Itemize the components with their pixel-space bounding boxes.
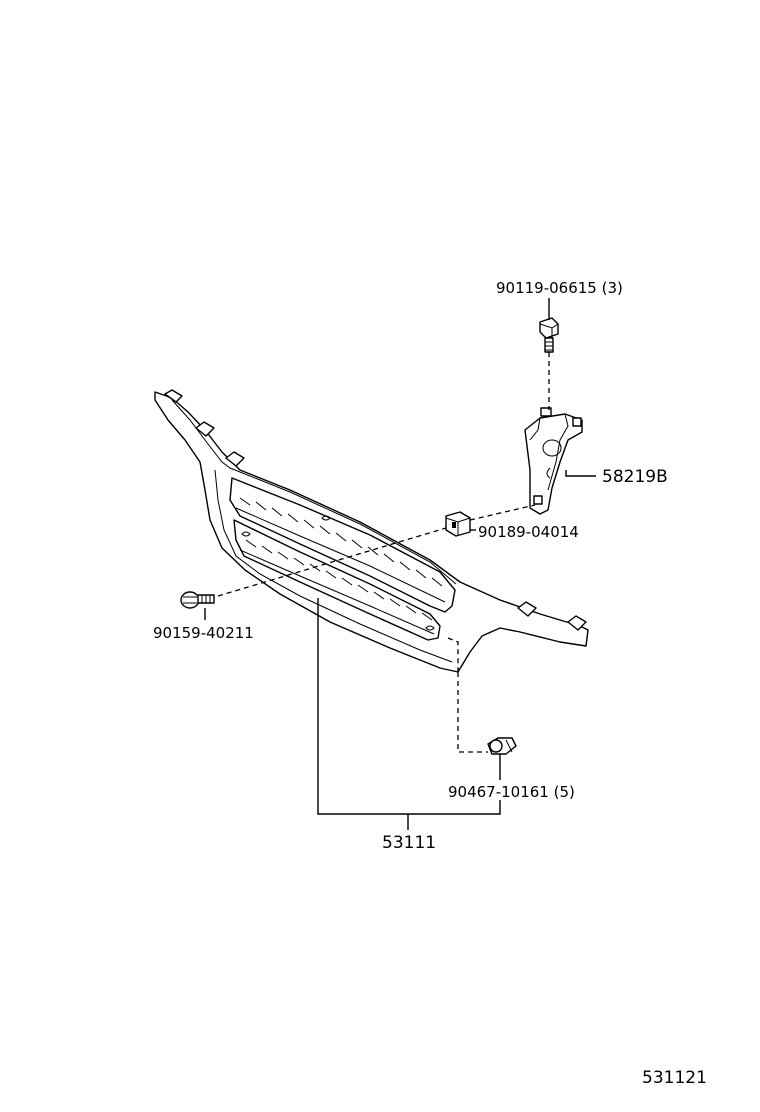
- figure-code: 531121: [642, 1068, 707, 1088]
- clip-bottom: [487, 737, 517, 755]
- label-bracket: 58219B: [602, 467, 668, 487]
- bolt-top: [539, 317, 559, 353]
- radiator-grille: [154, 389, 589, 673]
- label-bolt-top: 90119-06615 (3): [496, 279, 623, 297]
- label-grille: 53111: [382, 833, 436, 853]
- label-bolt-left: 90159-40211: [153, 624, 254, 642]
- bolt-left: [180, 591, 215, 609]
- label-clip-bottom: 90467-10161 (5): [448, 783, 575, 801]
- assembly-lines: [217, 352, 550, 753]
- clip-nut: [445, 511, 471, 537]
- label-clip-nut: 90189-04014: [478, 523, 579, 541]
- leader-lines: [204, 298, 596, 830]
- grille-bracket: [524, 407, 583, 515]
